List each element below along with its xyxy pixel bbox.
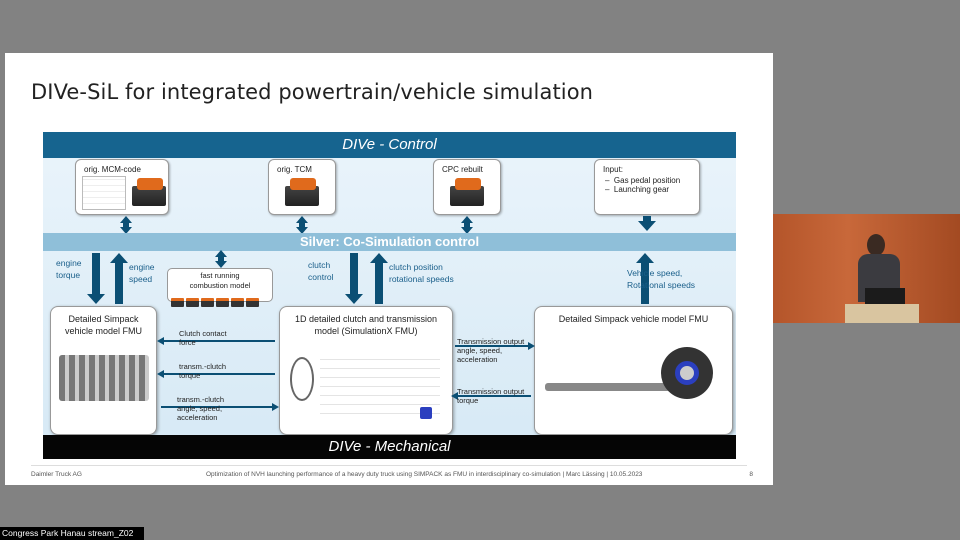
engine-torque-label: engine torque <box>56 258 82 280</box>
mcm-code-label: orig. MCM-code <box>84 165 141 174</box>
bidirectional-arrow-icon <box>461 216 473 234</box>
ecu-unit-icon <box>285 178 319 206</box>
tcm-box: orig. TCM <box>268 159 336 215</box>
left-arrow-icon <box>451 392 531 400</box>
bidirectional-arrow-icon <box>120 216 132 234</box>
down-arrow-icon <box>87 253 105 304</box>
speaker-video <box>773 214 960 323</box>
input-box: Input: – Gas pedal position – Launching … <box>594 159 700 215</box>
right-arrow-icon <box>161 403 279 411</box>
down-arrow-icon <box>638 216 656 231</box>
engine-icon <box>171 298 184 307</box>
up-arrow-icon <box>370 253 388 304</box>
clutch-model-title: 1D detailed clutch and transmission mode… <box>294 314 438 336</box>
footer-company: Daimler Truck AG <box>31 471 82 478</box>
engine-thumbnails <box>171 294 261 312</box>
mcm-code-box: orig. MCM-code <box>75 159 169 215</box>
simpack-right-model: Detailed Simpack vehicle model FMU <box>534 306 733 435</box>
simpack-left-model: Detailed Simpack vehicle model FMU <box>50 306 157 435</box>
dive-mechanical-band: DIVe - Mechanical <box>43 435 736 459</box>
bidirectional-arrow-icon <box>215 250 227 268</box>
input-title: Input: <box>603 165 624 174</box>
clutch-control-label: clutch control <box>308 260 334 282</box>
bidirectional-arrow-icon <box>296 216 308 234</box>
clutch-position-label: clutch position rotational speeds <box>389 262 454 284</box>
transm-clutch-asa-label: transm.-clutch angle, speed, acceleratio… <box>177 395 225 422</box>
engine-icon <box>201 298 214 307</box>
ecu-unit-icon <box>450 178 484 206</box>
footer-title: Optimization of NVH launching performanc… <box>206 471 643 478</box>
stream-label: Congress Park Hanau stream_Z02 <box>0 527 144 540</box>
left-arrow-icon <box>157 370 275 378</box>
engine-speed-label: engine speed <box>129 262 155 284</box>
clutch-transmission-model: 1D detailed clutch and transmission mode… <box>279 306 453 435</box>
input-list: – Gas pedal position – Launching gear <box>605 176 680 194</box>
down-arrow-icon <box>345 253 363 304</box>
up-arrow-icon <box>636 253 654 304</box>
slide-title: DIVe-SiL for integrated powertrain/vehic… <box>31 80 594 104</box>
hub-icon <box>675 361 699 385</box>
footer-divider <box>31 465 747 466</box>
clutch-disc-icon <box>290 357 314 401</box>
up-arrow-icon <box>110 253 128 304</box>
simpack-left-title: Detailed Simpack vehicle model FMU <box>64 314 143 336</box>
architecture-diagram: DIVe - Control orig. MCM-code orig. TCM … <box>43 132 736 459</box>
lectern <box>845 304 919 323</box>
presentation-slide: DIVe-SiL for integrated powertrain/vehic… <box>5 53 773 485</box>
engine-icon <box>231 298 244 307</box>
engine-icon <box>216 298 229 307</box>
engine-icon <box>246 298 259 307</box>
driveshaft-icon <box>545 383 670 391</box>
transmission-output-asa-label: Transmission output angle, speed, accele… <box>457 337 525 364</box>
engine-render-icon <box>59 355 149 401</box>
cosim-control-band: Silver: Co-Simulation control <box>43 233 736 251</box>
page-number: 8 <box>749 471 753 478</box>
dive-control-band: DIVe - Control <box>43 132 736 158</box>
combustion-model-label: fast running combustion model <box>189 271 251 290</box>
cpc-box: CPC rebuilt <box>433 159 501 215</box>
chart-thumbnail-icon <box>82 176 126 210</box>
clutch-contact-label: Clutch contact force <box>179 329 227 347</box>
transm-clutch-torque-label: transm.-clutch torque <box>179 362 227 380</box>
cpc-label: CPC rebuilt <box>442 165 483 174</box>
vehicle-speed-label: Vehicle speed, Rotational speeds <box>627 268 696 290</box>
input-item: – Gas pedal position <box>605 176 681 185</box>
speaker-head <box>867 234 885 256</box>
left-arrow-icon <box>157 337 275 345</box>
input-item: – Launching gear <box>605 185 670 194</box>
laptop-icon <box>865 288 905 304</box>
engine-icon <box>186 298 199 307</box>
transmission-output-torque-label: Transmission output torque <box>457 387 525 405</box>
actuator-icon <box>420 407 432 419</box>
simpack-right-title: Detailed Simpack vehicle model FMU <box>558 314 709 324</box>
ecu-unit-icon <box>132 178 166 206</box>
tcm-label: orig. TCM <box>277 165 312 174</box>
right-arrow-icon <box>455 342 535 350</box>
